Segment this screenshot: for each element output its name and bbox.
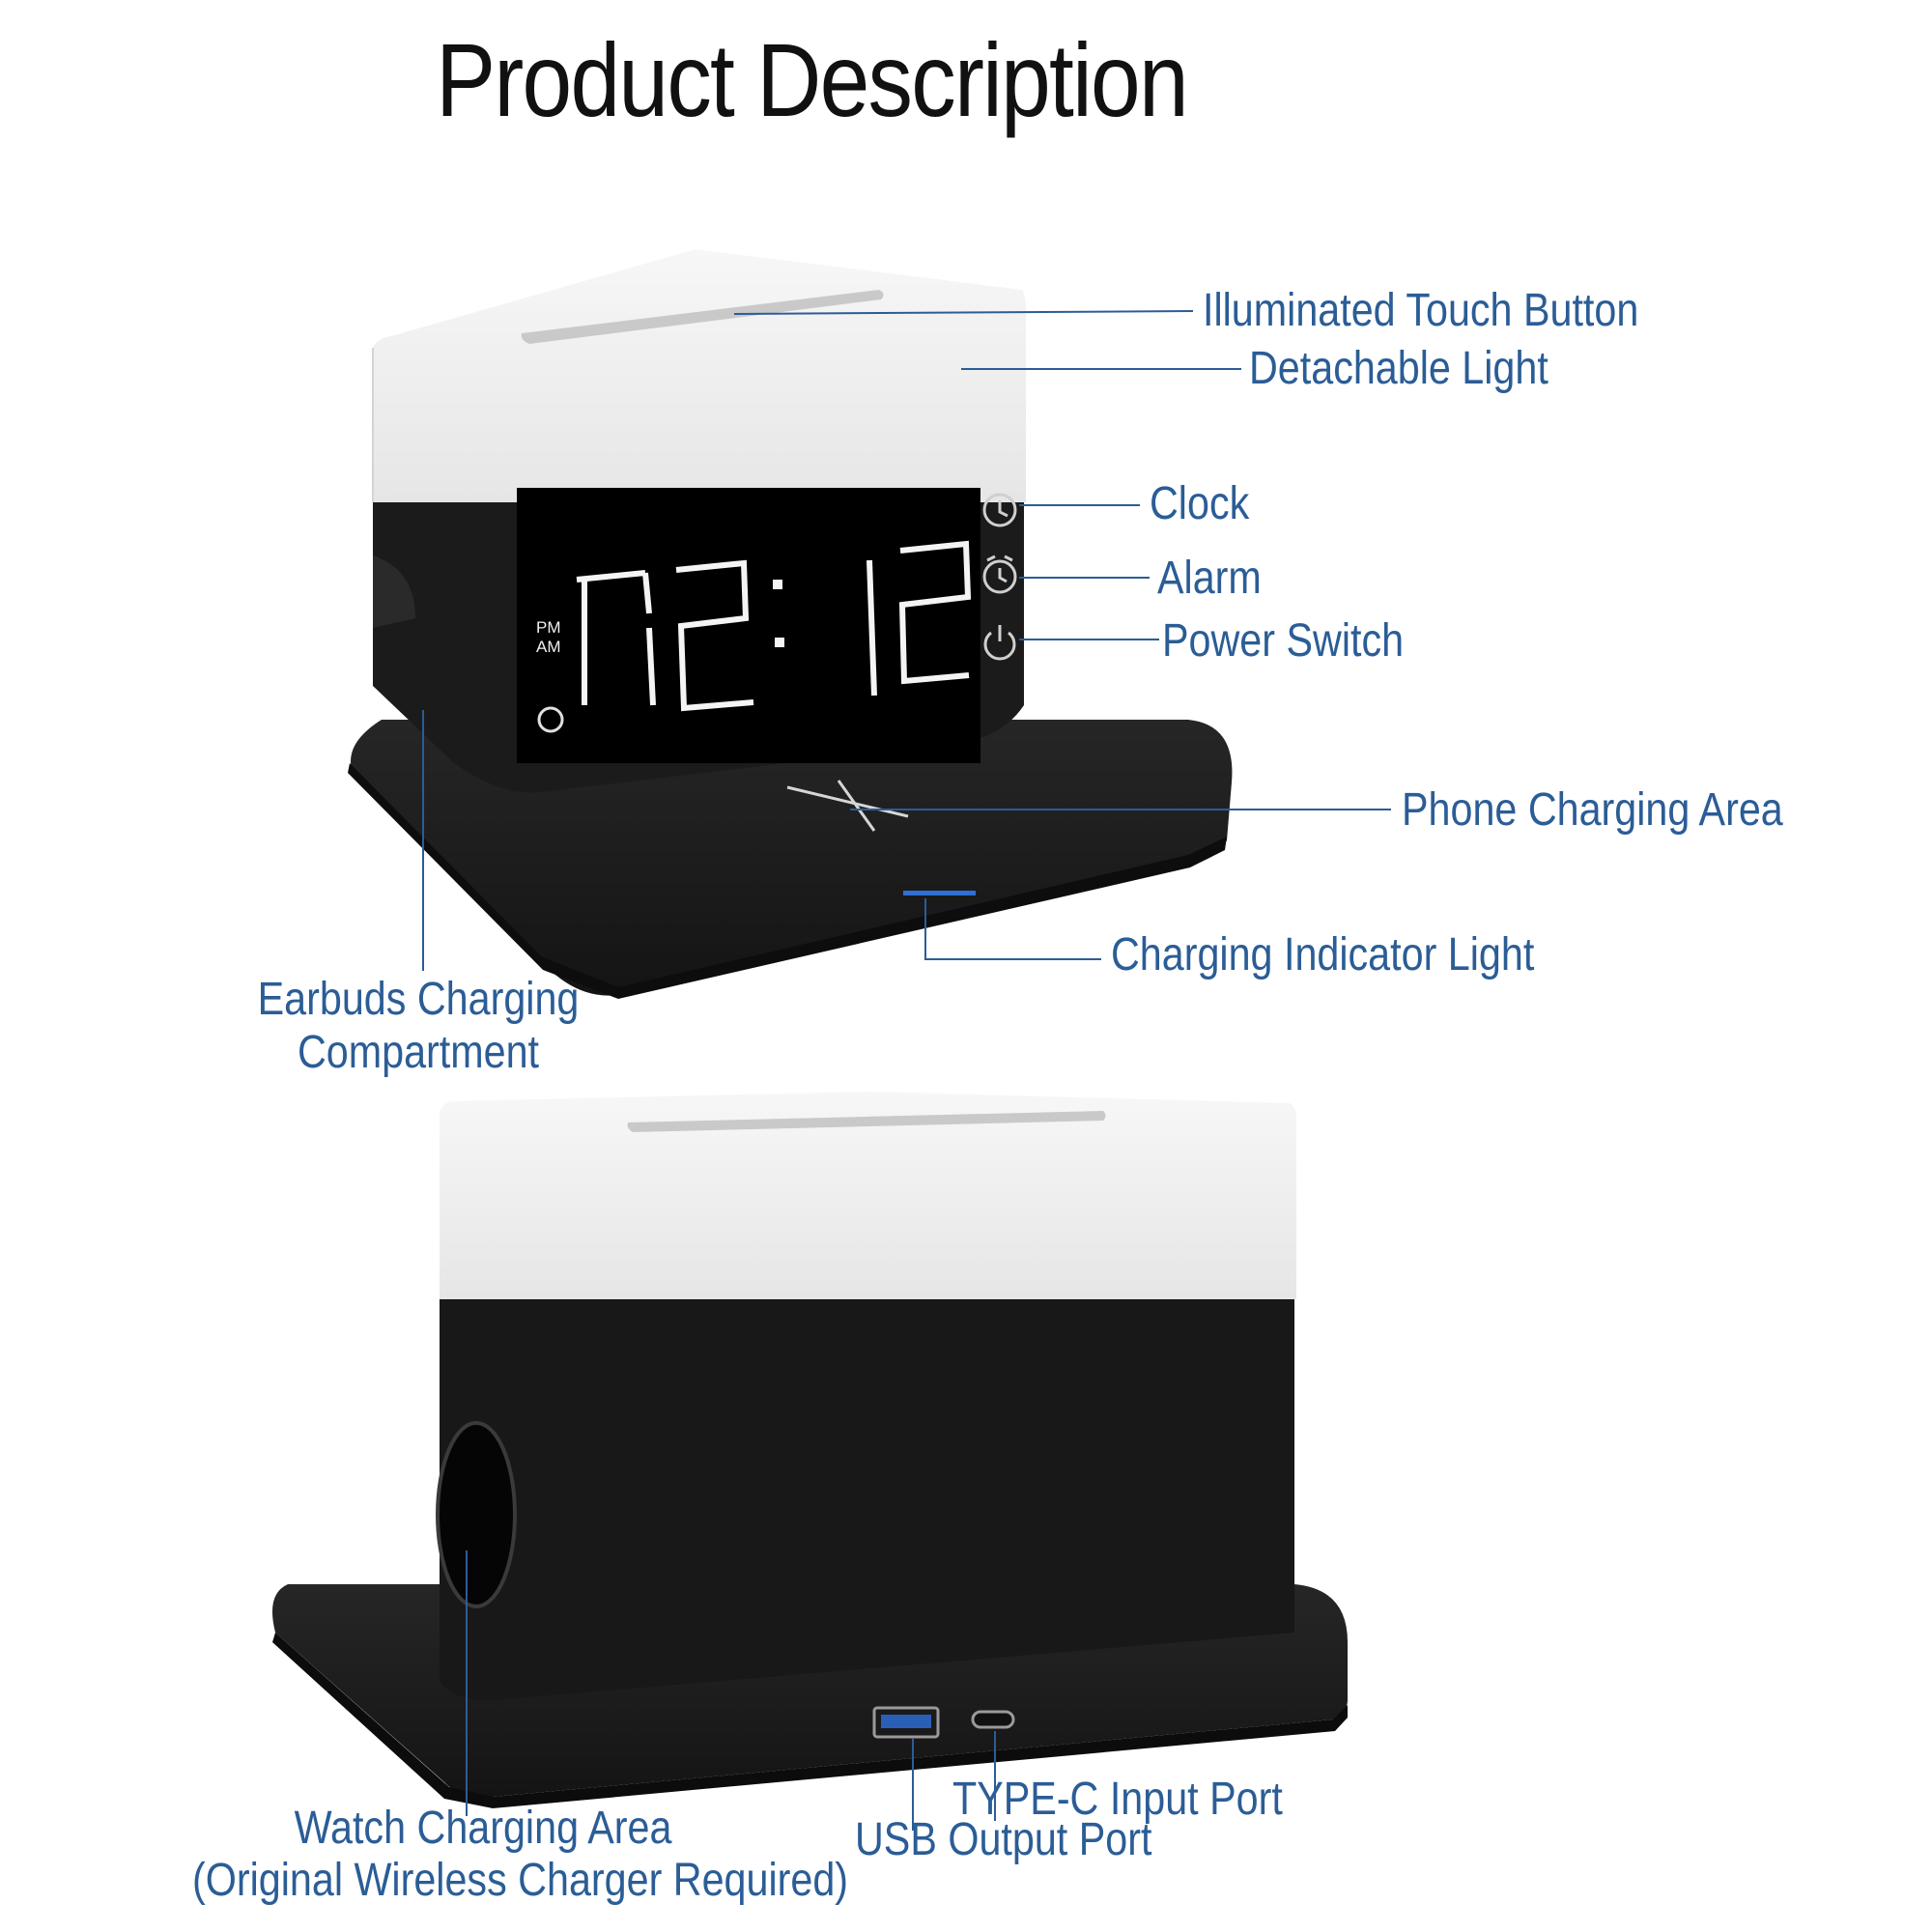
label-usb-output-port: USB Output Port — [855, 1814, 1152, 1865]
clock-icon — [982, 493, 1017, 527]
label-detachable-light: Detachable Light — [1249, 343, 1548, 394]
charging-indicator-light — [903, 891, 976, 895]
colon-dot — [773, 580, 782, 589]
label-type-c-input-port: TYPE-C Input Port — [952, 1774, 1283, 1825]
charging-base-plate — [351, 720, 1233, 996]
type-c-port — [971, 1710, 1015, 1729]
back-detachable-lamp — [440, 1092, 1296, 1299]
back-body — [440, 1285, 1294, 1701]
label-power-switch: Power Switch — [1162, 615, 1405, 667]
label-alarm: Alarm — [1157, 553, 1262, 604]
label-earbuds-charging: Earbuds Charging — [257, 974, 580, 1025]
earbuds-compartment — [373, 555, 415, 628]
back-view-device — [271, 1092, 1348, 1808]
display-pm-label: PM — [536, 618, 561, 637]
label-watch-charging-area: Watch Charging Area — [294, 1803, 672, 1854]
label-clock: Clock — [1150, 478, 1250, 529]
label-phone-charging-area: Phone Charging Area — [1402, 784, 1783, 836]
callout-lines-bottom — [466, 1550, 996, 1831]
display-am-label: AM — [536, 638, 561, 656]
label-illuminated-touch-button: Illuminated Touch Button — [1203, 285, 1639, 336]
display-alarm-icon — [537, 706, 564, 733]
back-touch-bar — [627, 1111, 1106, 1132]
detachable-lamp — [373, 249, 1026, 502]
power-icon — [983, 625, 1016, 661]
label-charging-indicator-light: Charging Indicator Light — [1111, 929, 1535, 980]
alarm-icon — [982, 559, 1017, 594]
colon-dot — [775, 638, 784, 647]
callout-lines-top — [422, 310, 1391, 971]
label-earbuds-compartment: Compartment — [297, 1027, 540, 1078]
front-view-device — [348, 249, 1233, 999]
wireless-charging-mark — [786, 780, 909, 832]
watch-charging-hole — [438, 1423, 515, 1606]
touch-button-bar — [521, 290, 884, 344]
page-title: Product Description — [436, 21, 1189, 138]
label-watch-charger-note: (Original Wireless Charger Required) — [192, 1855, 849, 1906]
clock-digits — [576, 540, 972, 712]
